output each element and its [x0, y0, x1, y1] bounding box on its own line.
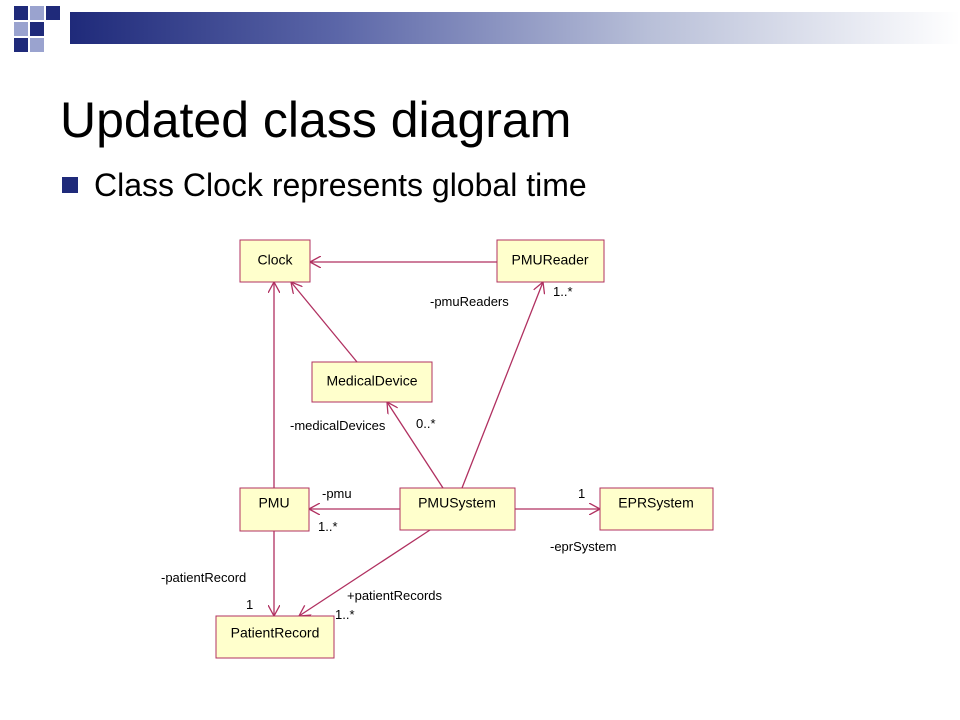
- label-pmu-readers-role: -pmuReaders: [430, 294, 509, 309]
- class-clock-name: Clock: [257, 252, 293, 268]
- class-patientrecord-name: PatientRecord: [231, 625, 320, 641]
- logo-square: [14, 38, 28, 52]
- class-eprsystem: EPRSystem: [599, 487, 714, 531]
- label-pmu-readers-mult: 1..*: [553, 284, 573, 299]
- logo-square: [30, 38, 44, 52]
- assoc-pmusystem-medicaldevice: [387, 402, 444, 489]
- class-clock: Clock: [239, 239, 311, 283]
- header-band: [0, 0, 960, 60]
- bullet-marker: [62, 177, 78, 193]
- logo-square: [14, 6, 28, 20]
- logo-square: [30, 22, 44, 36]
- class-pmureader-name: PMUReader: [511, 252, 588, 268]
- assoc-medicaldevice-clock: [291, 282, 358, 363]
- class-medicaldevice-name: MedicalDevice: [326, 373, 417, 389]
- label-medical-devices-mult: 0..*: [416, 416, 436, 431]
- class-medicaldevice: MedicalDevice: [311, 361, 433, 403]
- class-pmusystem-name: PMUSystem: [418, 495, 496, 511]
- label-patient-records-role: +patientRecords: [347, 588, 443, 603]
- slide-title: Updated class diagram: [60, 92, 572, 148]
- class-eprsystem-name: EPRSystem: [618, 495, 693, 511]
- class-patientrecord: PatientRecord: [215, 615, 335, 659]
- class-pmureader: PMUReader: [496, 239, 605, 283]
- class-pmu-name: PMU: [258, 495, 289, 511]
- label-patient-records-mult: 1..*: [335, 607, 355, 622]
- class-pmu: PMU: [239, 487, 310, 532]
- label-patient-record-mult: 1: [246, 597, 253, 612]
- label-epr-mult: 1: [578, 486, 585, 501]
- bullet-text: Class Clock represents global time: [94, 167, 587, 203]
- logo-square: [30, 6, 44, 20]
- header-gradient-bar: [70, 12, 960, 44]
- label-pmu-mult: 1..*: [318, 519, 338, 534]
- logo-square: [14, 22, 28, 36]
- label-patient-record-role: -patientRecord: [161, 570, 246, 585]
- label-pmu-role: -pmu: [322, 486, 352, 501]
- label-medical-devices-role: -medicalDevices: [290, 418, 386, 433]
- class-pmusystem: PMUSystem: [399, 487, 516, 531]
- label-epr-role: -eprSystem: [550, 539, 616, 554]
- assoc-pmusystem-pmureader: [461, 282, 543, 489]
- logo-square: [46, 6, 60, 20]
- assoc-pmusystem-patientrecord: [299, 529, 431, 616]
